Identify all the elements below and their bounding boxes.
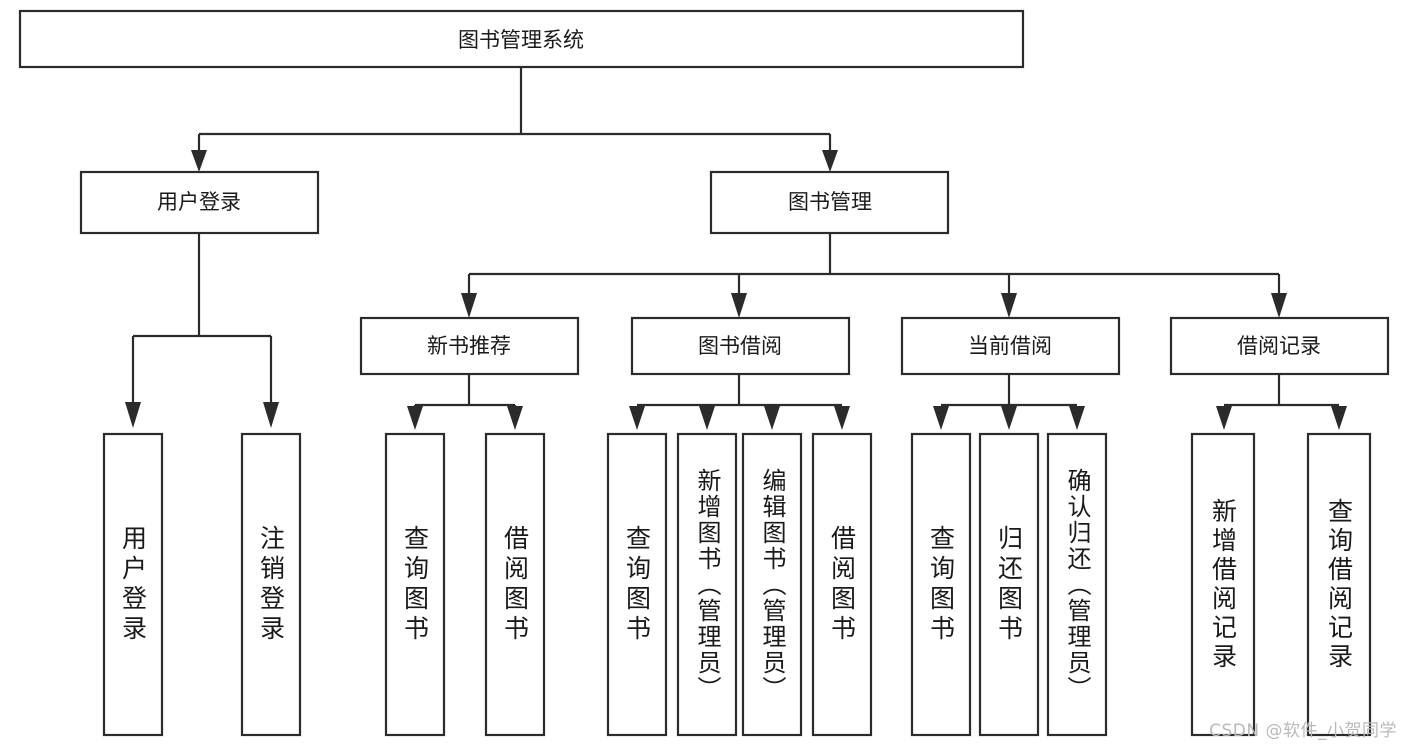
node-current-borrow[interactable]	[900, 316, 1121, 376]
node-borrow-record-label: 借阅记录	[1237, 334, 1321, 358]
connector-group-new-book	[407, 374, 523, 430]
node-book-management[interactable]	[709, 170, 950, 235]
arrow-head-book-borrow	[731, 293, 747, 318]
connector-group-user-login	[125, 233, 279, 428]
node-new-book-recommend[interactable]	[359, 316, 580, 376]
node-borrow-record[interactable]	[1169, 316, 1390, 376]
node-leaf-confirm-return-admin[interactable]	[1046, 432, 1108, 737]
arrow-head-leaf-new-book-2	[507, 406, 523, 430]
node-new-book-recommend-label: 新书推荐	[427, 334, 511, 358]
arrow-head-leaf-user-login-1	[125, 402, 141, 428]
node-leaf-add-borrow-record[interactable]	[1190, 432, 1256, 737]
arrow-head-new-book	[461, 293, 477, 318]
arrow-head-leaf-borrow-record-1	[1216, 406, 1232, 430]
node-leaf-borrow-book-2[interactable]	[811, 432, 873, 737]
node-book-borrow-label: 图书借阅	[698, 334, 782, 358]
arrow-head-leaf-book-borrow-4	[834, 406, 850, 430]
arrow-head-leaf-book-borrow-1	[629, 406, 645, 430]
arrow-head-leaf-current-borrow-2	[1001, 406, 1017, 430]
node-leaf-query-book-1[interactable]	[384, 432, 446, 737]
arrow-head-leaf-user-login-2	[263, 402, 279, 428]
node-root[interactable]	[18, 9, 1025, 69]
arrow-head-leaf-book-borrow-3	[764, 406, 780, 430]
node-user-login[interactable]	[79, 170, 320, 235]
connector-group-book-mgmt	[461, 233, 1287, 318]
node-leaf-edit-book-admin[interactable]	[741, 432, 803, 737]
node-leaf-user-login[interactable]	[102, 432, 164, 737]
arrow-head-user-login	[191, 150, 207, 172]
node-book-borrow[interactable]	[630, 316, 851, 376]
node-root-label: 图书管理系统	[458, 28, 584, 52]
watermark-text: CSDN @软件_小贺同学	[1209, 721, 1397, 741]
node-leaf-borrow-book-1[interactable]	[484, 432, 546, 737]
arrow-head-leaf-borrow-record-2	[1331, 406, 1347, 430]
arrow-head-leaf-new-book-1	[407, 406, 423, 430]
node-leaf-logout[interactable]	[240, 432, 302, 737]
node-leaf-return-book[interactable]	[978, 432, 1040, 737]
arrow-head-book-mgmt	[822, 150, 838, 172]
node-leaf-add-book-admin[interactable]	[676, 432, 738, 737]
node-leaf-query-borrow-record[interactable]	[1306, 432, 1372, 737]
node-book-management-label: 图书管理	[788, 190, 872, 214]
arrow-head-current-borrow	[1001, 293, 1017, 318]
node-leaf-query-book-2[interactable]	[606, 432, 668, 737]
arrow-head-leaf-current-borrow-1	[933, 406, 949, 430]
connector-group-book-borrow	[629, 374, 850, 430]
arrow-head-leaf-book-borrow-2	[699, 406, 715, 430]
arrow-head-borrow-record	[1271, 293, 1287, 318]
node-current-borrow-label: 当前借阅	[968, 334, 1052, 358]
connector-group-root	[191, 67, 838, 172]
node-leaf-query-book-3[interactable]	[910, 432, 972, 737]
connector-group-borrow-record	[1216, 374, 1347, 430]
node-user-login-label: 用户登录	[157, 190, 241, 214]
connector-group-current-borrow	[933, 374, 1085, 430]
arrow-head-leaf-current-borrow-3	[1069, 406, 1085, 430]
